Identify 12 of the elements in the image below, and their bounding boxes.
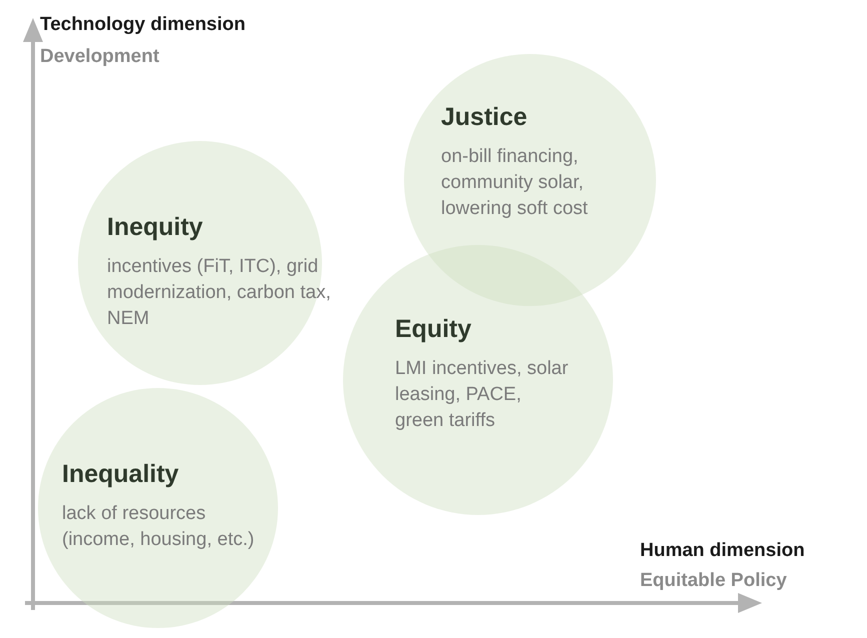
axis-title: Human dimension	[640, 540, 805, 562]
category-examples: LMI incentives, solar leasing, PACE, green tariffs	[395, 357, 570, 433]
category-heading: Justice	[441, 103, 528, 132]
category-heading: Equity	[395, 315, 472, 344]
axis-title: Development	[40, 46, 160, 68]
category-heading: Inequality	[62, 460, 180, 489]
axis-title: Equitable Policy	[640, 570, 787, 592]
category-examples: incentives (FiT, ITC), grid modernization, carbon tax, NEM	[107, 255, 332, 331]
category-examples: lack of resources (income, housing, etc.)	[62, 502, 256, 552]
category-heading: Inequity	[107, 213, 204, 242]
axis-title: Technology dimension	[40, 14, 246, 36]
category-examples: on-bill financing, community solar, lowering soft cost	[441, 145, 589, 221]
